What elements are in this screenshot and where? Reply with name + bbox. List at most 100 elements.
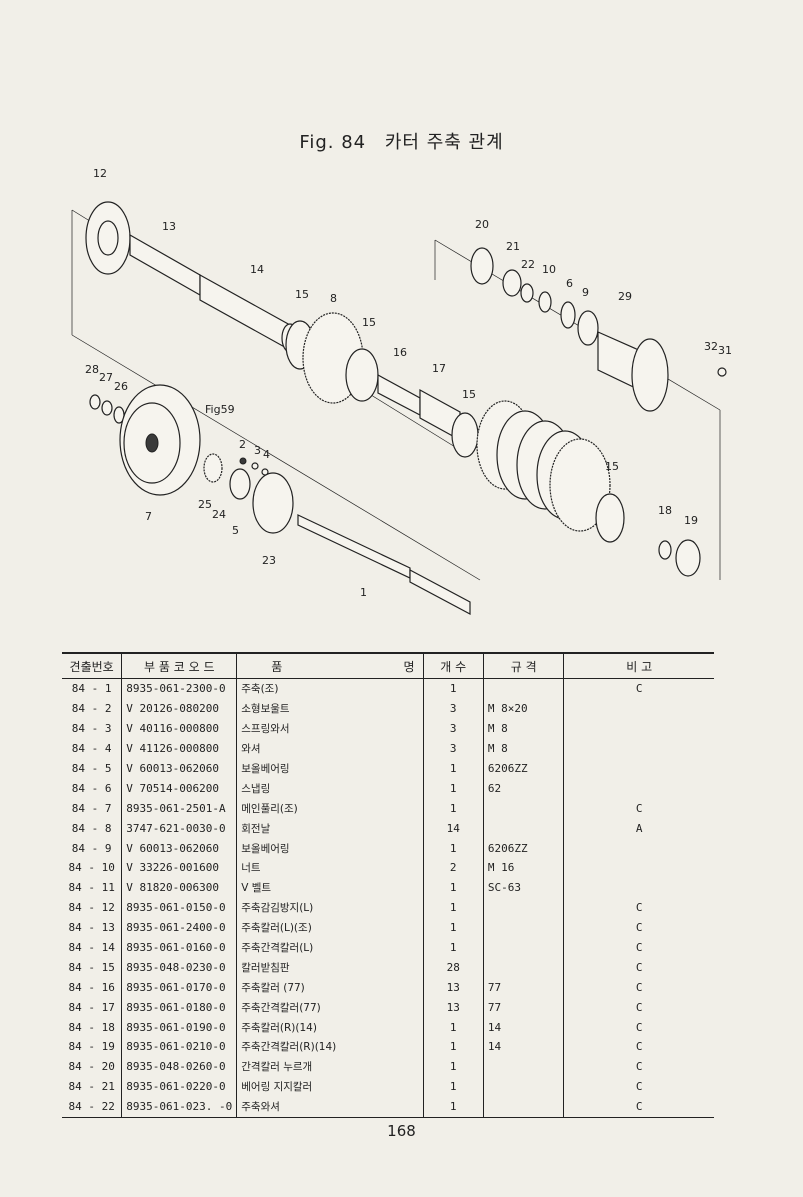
label-25: 25 — [198, 498, 212, 511]
part-27-shape — [101, 400, 113, 416]
cell-spec — [482, 957, 564, 978]
cell-no: 84 - 1 — [71, 682, 112, 696]
label-14: 14 — [250, 263, 264, 276]
label-9: 9 — [582, 286, 589, 299]
cell-note — [563, 718, 714, 739]
cell-no: 84 - 20 — [68, 1060, 115, 1074]
label-15-c: 15 — [462, 388, 476, 401]
cell-qty: 1 — [422, 897, 484, 918]
cell-no: 84 - 10 — [68, 861, 115, 875]
part-15-d-shape — [595, 493, 625, 543]
cell-spec — [482, 937, 564, 958]
cell-qty: 1 — [422, 937, 484, 958]
cell-code: 8935-061-0180-0 — [121, 997, 237, 1018]
cell-qty: 1 — [422, 1017, 484, 1038]
cell-name: 간격칼러 누르개 — [236, 1056, 424, 1077]
cell-qty: 1 — [422, 917, 484, 938]
cell-name: 회전날 — [236, 818, 424, 839]
cell-note — [563, 778, 714, 799]
cell-spec — [482, 1096, 564, 1118]
cell-note: A — [563, 818, 714, 839]
cell-code: 8935-061-0190-0 — [121, 1017, 237, 1038]
label-13: 13 — [162, 220, 176, 233]
cell-name: 주축간격칼러(77) — [236, 997, 424, 1018]
cell-name: 스프링와서 — [236, 718, 424, 739]
label-21: 21 — [506, 240, 520, 253]
cell-note — [563, 698, 714, 719]
cell-note: C — [563, 1017, 714, 1038]
label-15-a: 15 — [295, 288, 309, 301]
cell-note: C — [563, 1076, 714, 1097]
label-2: 2 — [239, 438, 246, 451]
cell-no: 84 - 6 — [71, 781, 112, 795]
label-8: 8 — [330, 292, 337, 305]
header-name-left: 품 — [271, 659, 283, 674]
part-9-shape — [577, 310, 599, 346]
cell-no: 84 - 15 — [68, 960, 115, 974]
cell-name: 메인풀리(조) — [236, 798, 424, 819]
label-16: 16 — [393, 346, 407, 359]
cell-name: 주축칼러(L)(조) — [236, 917, 424, 938]
cell-no: 84 - 7 — [71, 801, 112, 815]
label-15-b: 15 — [362, 316, 376, 329]
label-31: 31 — [718, 344, 732, 357]
figure-number: Fig. 84 — [299, 132, 367, 153]
cell-spec — [482, 818, 564, 839]
part-2-shape — [239, 457, 247, 465]
label-10: 10 — [542, 263, 556, 276]
cell-name: V 벨트 — [236, 877, 424, 898]
cell-note — [563, 738, 714, 759]
cell-spec — [482, 1076, 564, 1097]
cell-code: 8935-061-0210-0 — [121, 1037, 237, 1057]
label-6: 6 — [566, 277, 573, 290]
cell-note: C — [563, 957, 714, 978]
cell-note: C — [563, 1096, 714, 1118]
cell-name: 스냅링 — [236, 778, 424, 799]
cell-spec — [482, 798, 564, 819]
part-7-pulley-shape — [119, 384, 201, 496]
cell-code: V 81820-006300 — [121, 877, 237, 898]
cell-name: 주축간격칼러(R)(14) — [236, 1037, 424, 1057]
label-27: 27 — [99, 371, 113, 384]
label-12: 12 — [93, 167, 107, 180]
cell-spec: SC-63 — [482, 877, 564, 898]
cell-no: 84 - 11 — [68, 881, 115, 895]
cell-no: 84 - 16 — [68, 980, 115, 994]
part-24-shape — [229, 468, 251, 500]
cell-spec: 6206ZZ — [482, 838, 564, 859]
cell-spec: 14 — [482, 1017, 564, 1038]
cell-note: C — [563, 977, 714, 998]
part-15-c-shape — [451, 412, 479, 458]
cell-code: 8935-048-0230-0 — [121, 957, 237, 978]
cell-code: V 60013-062060 — [121, 758, 237, 779]
cell-code: V 70514-006200 — [121, 778, 237, 799]
cell-note: C — [563, 937, 714, 958]
label-15-d: 15 — [605, 460, 619, 473]
cell-code: V 60013-062060 — [121, 838, 237, 859]
cell-spec: 77 — [482, 997, 564, 1018]
cell-name: 소형보울트 — [236, 698, 424, 719]
cell-no: 84 - 5 — [71, 762, 112, 775]
cell-name: 주축감김방지(L) — [236, 897, 424, 918]
cell-note: C — [563, 1037, 714, 1057]
part-20-shape — [470, 247, 494, 285]
label-26: 26 — [114, 380, 128, 393]
cell-name: 보올베어링 — [236, 838, 424, 859]
part-31-32-shape — [717, 367, 727, 377]
cell-qty: 1 — [422, 1096, 484, 1118]
cell-code: 8935-061-0220-0 — [121, 1076, 237, 1097]
cell-note: C — [563, 917, 714, 938]
part-12-shape — [85, 201, 131, 275]
cell-spec: 77 — [482, 977, 564, 998]
